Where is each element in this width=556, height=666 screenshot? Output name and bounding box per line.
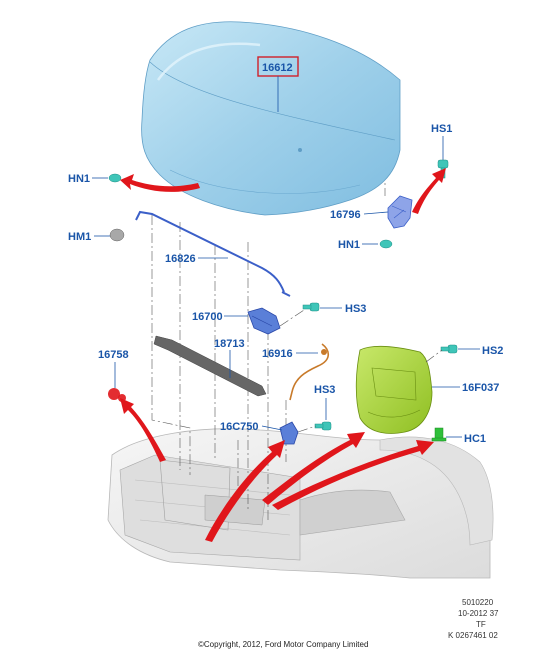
- hn1-right-bumper-icon: [379, 239, 393, 249]
- label-release: 16C750: [220, 421, 259, 433]
- label-seal-left: 16758: [98, 349, 129, 361]
- ref-line-4: K 0267461 02: [448, 631, 498, 640]
- arrow-release: [205, 440, 285, 542]
- hc1-clip-icon: [431, 427, 447, 442]
- hood-prop-rod: [135, 210, 291, 297]
- arrow-hn1-left: [120, 174, 200, 192]
- label-hm1: HM1: [68, 231, 91, 243]
- hood-hinge-icon: [387, 195, 413, 229]
- ref-line-1: 5010220: [462, 598, 494, 607]
- arrow-hs3-bottom: [262, 432, 365, 505]
- arrow-seal-left: [120, 398, 166, 462]
- label-rod: 16826: [165, 253, 196, 265]
- vehicle-front-body: [107, 428, 494, 579]
- label-hc1: HC1: [464, 433, 486, 445]
- arrow-hc1: [272, 440, 434, 510]
- label-latch: 16700: [192, 311, 223, 323]
- label-hood: 16612: [262, 62, 293, 74]
- hs3-bottom-clip-icon: [314, 421, 332, 431]
- hn1-left-bumper-icon: [108, 173, 122, 183]
- label-hs3-top: HS3: [345, 303, 366, 315]
- ref-line-2: 10-2012 37: [458, 609, 499, 618]
- label-shield: 16F037: [462, 382, 499, 394]
- label-cable: 16916: [262, 348, 293, 360]
- label-hs1: HS1: [431, 123, 452, 135]
- hood-panel[interactable]: [141, 21, 401, 216]
- hs3-top-clip-icon: [302, 302, 320, 312]
- hood-seal-strip: [153, 335, 267, 397]
- hs2-clip-icon: [440, 344, 458, 354]
- ref-line-3: TF: [476, 620, 486, 629]
- heat-shield: [355, 346, 433, 434]
- hm1-grommet-icon: [109, 228, 125, 242]
- hood-latch-icon: [247, 307, 281, 335]
- release-cable: [289, 343, 330, 401]
- label-hs3-bottom: HS3: [314, 384, 335, 396]
- label-hs2: HS2: [482, 345, 503, 357]
- label-hn1-right: HN1: [338, 239, 360, 251]
- label-hn1-left: HN1: [68, 173, 90, 185]
- copyright: ©Copyright, 2012, Ford Motor Company Lim…: [198, 640, 368, 649]
- label-seal-strip: 18713: [214, 338, 245, 350]
- label-hinge: 16796: [330, 209, 361, 221]
- arrow-hs1: [412, 168, 446, 214]
